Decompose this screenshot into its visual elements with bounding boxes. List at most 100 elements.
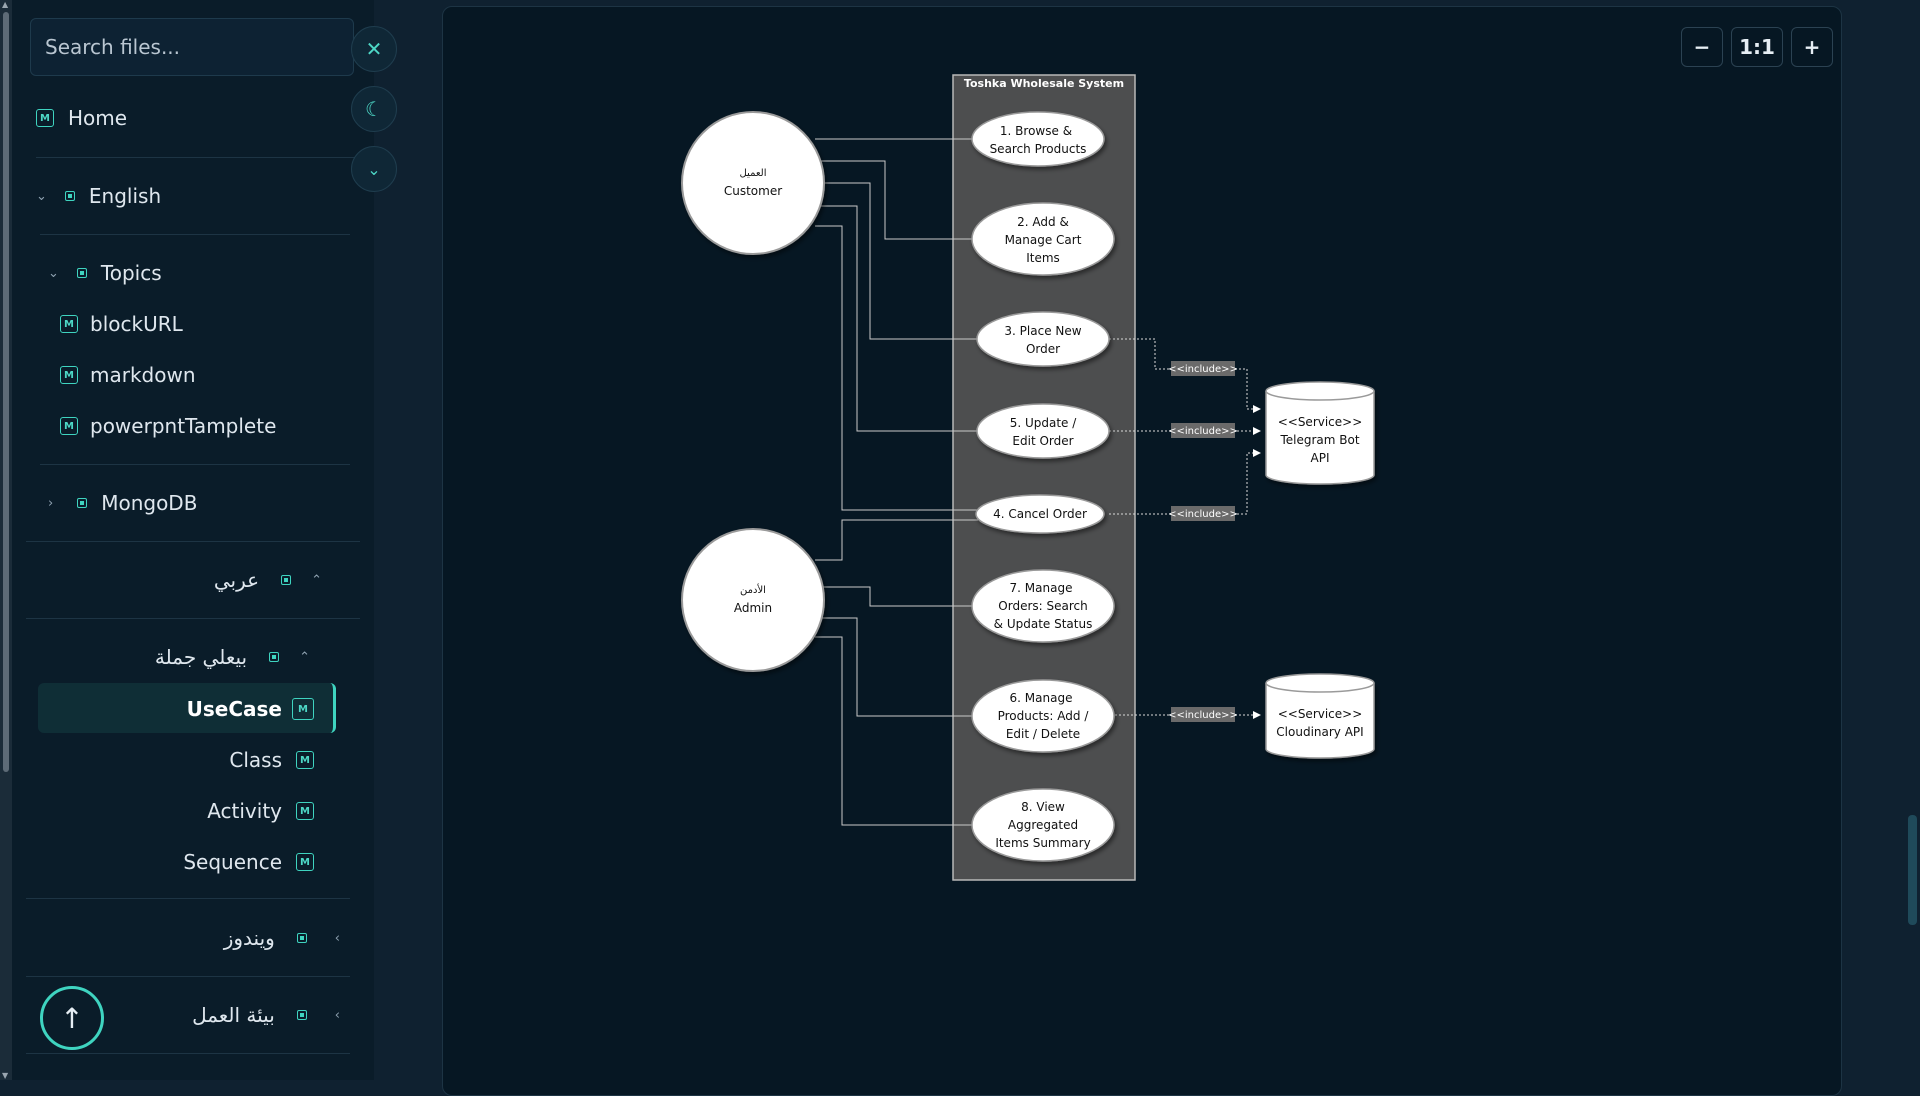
service-line: <<Service>>: [1278, 707, 1363, 721]
window-scrollbar[interactable]: ▲ ▼: [0, 0, 12, 1080]
folder-icon: [76, 268, 87, 278]
arrow-up-icon: ↑: [60, 1001, 84, 1035]
folder-icon: [281, 575, 292, 585]
topic-item-label: blockURL: [90, 312, 183, 336]
include-tag: <<include>>: [1168, 423, 1238, 438]
connector-line: [815, 225, 978, 511]
usecase-add-manage-cart[interactable]: 2. Add & Manage Cart Items: [971, 202, 1115, 276]
include-label: <<include>>: [1168, 710, 1238, 721]
usecase-line: 3. Place New: [1004, 324, 1081, 338]
service-line: <<Service>>: [1278, 415, 1363, 429]
usecase-update-edit-order[interactable]: 5. Update / Edit Order: [976, 403, 1110, 459]
system-title: Toshka Wholesale System: [964, 77, 1124, 90]
usecase-line: 8. View: [1021, 800, 1065, 814]
usecase-line: & Update Status: [994, 617, 1093, 631]
connector-line: [815, 205, 978, 432]
main-scrollbar-thumb[interactable]: [1908, 815, 1917, 925]
usecase-cancel-order[interactable]: 4. Cancel Order: [975, 494, 1105, 534]
usecase-place-new-order[interactable]: 3. Place New Order: [976, 311, 1110, 367]
sidebar-item-mongodb[interactable]: › MongoDB: [48, 491, 197, 515]
markdown-file-icon: M: [60, 417, 78, 435]
connector-line: [815, 617, 972, 717]
folder-icon: [64, 191, 75, 201]
markdown-file-icon: M: [296, 751, 314, 769]
chevron-down-icon: ⌄: [36, 188, 47, 204]
service-line: Cloudinary API: [1276, 725, 1363, 739]
theme-toggle-button[interactable]: ☾: [351, 86, 397, 132]
usecase-line: 1. Browse &: [1000, 124, 1072, 138]
usecase-line: 7. Manage: [1010, 581, 1073, 595]
zoom-in-button[interactable]: +: [1791, 27, 1833, 67]
system-boundary: [952, 74, 1136, 881]
collapse-all-button[interactable]: ⌄: [351, 146, 397, 192]
usecase-line: Order: [1026, 342, 1060, 356]
markdown-file-icon: M: [60, 315, 78, 333]
service-telegram-bot[interactable]: <<Service>> Telegram Bot API: [1265, 381, 1375, 485]
usecase-manage-products[interactable]: 6. Manage Products: Add / Edit / Delete: [971, 679, 1115, 753]
sidebar-item-usecase[interactable]: UseCase M: [187, 697, 314, 721]
chevron-up-icon: ⌃: [299, 649, 310, 665]
markdown-file-icon: M: [292, 698, 314, 720]
markdown-file-icon: M: [296, 853, 314, 871]
sidebar-item-workspace[interactable]: بيئة العمل ‹: [192, 1003, 340, 1027]
divider: [26, 898, 350, 899]
zoom-out-button[interactable]: −: [1681, 27, 1723, 67]
actor-customer[interactable]: العميل Customer: [681, 111, 825, 255]
sidebar-item-class[interactable]: Class M: [229, 748, 314, 772]
usecase-view-aggregated[interactable]: 8. View Aggregated Items Summary: [971, 788, 1115, 862]
sidebar-item-windows[interactable]: ويندوز ‹: [224, 926, 340, 950]
divider: [26, 1053, 350, 1054]
scrollbar-thumb[interactable]: [3, 12, 9, 772]
sidebar-item-markdown[interactable]: M markdown: [60, 363, 196, 387]
usecase-manage-orders[interactable]: 7. Manage Orders: Search & Update Status: [971, 569, 1115, 643]
usecase-line: 2. Add &: [1017, 215, 1069, 229]
connector-line: [815, 182, 978, 340]
actor-english-name: Admin: [734, 601, 772, 615]
include-tag: <<include>>: [1168, 707, 1238, 722]
mongodb-label: MongoDB: [101, 491, 198, 515]
folder-icon: [296, 933, 307, 943]
close-button[interactable]: ✕: [351, 26, 397, 72]
usecase-line: Products: Add /: [998, 709, 1090, 723]
diagram-item-label: Activity: [207, 799, 282, 823]
chevrons-down-icon: ⌄: [367, 159, 381, 179]
sidebar-item-arabic[interactable]: عربي ⌃: [214, 568, 322, 592]
divider: [26, 976, 350, 977]
sidebar-item-topics[interactable]: ⌄ Topics: [48, 261, 162, 285]
connector-line: [815, 160, 972, 240]
connector-line: [815, 519, 978, 561]
sidebar-item-blockurl[interactable]: M blockURL: [60, 312, 183, 336]
actor-arabic-name: العميل: [739, 168, 766, 179]
scroll-to-top-button[interactable]: ↑: [40, 986, 104, 1050]
markdown-file-icon: M: [60, 366, 78, 384]
sidebar-item-home[interactable]: M Home: [36, 106, 127, 130]
zoom-controls: − 1:1 +: [1681, 27, 1833, 67]
chevron-right-icon: ›: [48, 495, 54, 511]
sidebar-item-sequence[interactable]: Sequence M: [183, 850, 314, 874]
sidebar-item-wholesale[interactable]: بيعلي جملة ⌃: [155, 645, 310, 669]
search-placeholder: Search files...: [45, 35, 181, 59]
usecase-line: Orders: Search: [998, 599, 1087, 613]
scroll-down-arrow-icon[interactable]: ▼: [2, 1071, 9, 1080]
usecase-line: 5. Update /: [1010, 416, 1078, 430]
sidebar-item-activity[interactable]: Activity M: [207, 799, 314, 823]
scroll-up-arrow-icon[interactable]: ▲: [2, 0, 9, 9]
divider: [40, 234, 350, 235]
sidebar-item-active-highlight: [38, 683, 336, 733]
service-cloudinary[interactable]: <<Service>> Cloudinary API: [1265, 673, 1375, 759]
zoom-reset-button[interactable]: 1:1: [1731, 27, 1783, 67]
usecase-line: Search Products: [990, 142, 1087, 156]
usecase-line: Manage Cart: [1005, 233, 1082, 247]
chevron-down-icon: ⌄: [48, 265, 59, 281]
usecase-browse-search[interactable]: 1. Browse & Search Products: [971, 111, 1105, 167]
usecase-line: Items Summary: [995, 836, 1090, 850]
usecase-line: 4. Cancel Order: [993, 507, 1087, 521]
search-input[interactable]: Search files...: [30, 18, 354, 76]
sidebar-item-english[interactable]: ⌄ English: [36, 184, 161, 208]
actor-admin[interactable]: الأدمن Admin: [681, 528, 825, 672]
folder-icon: [77, 498, 88, 508]
chevron-left-icon: ‹: [334, 1007, 340, 1023]
sidebar-item-powerpnttamplete[interactable]: M powerpntTamplete: [60, 414, 276, 438]
home-label: Home: [68, 106, 128, 130]
